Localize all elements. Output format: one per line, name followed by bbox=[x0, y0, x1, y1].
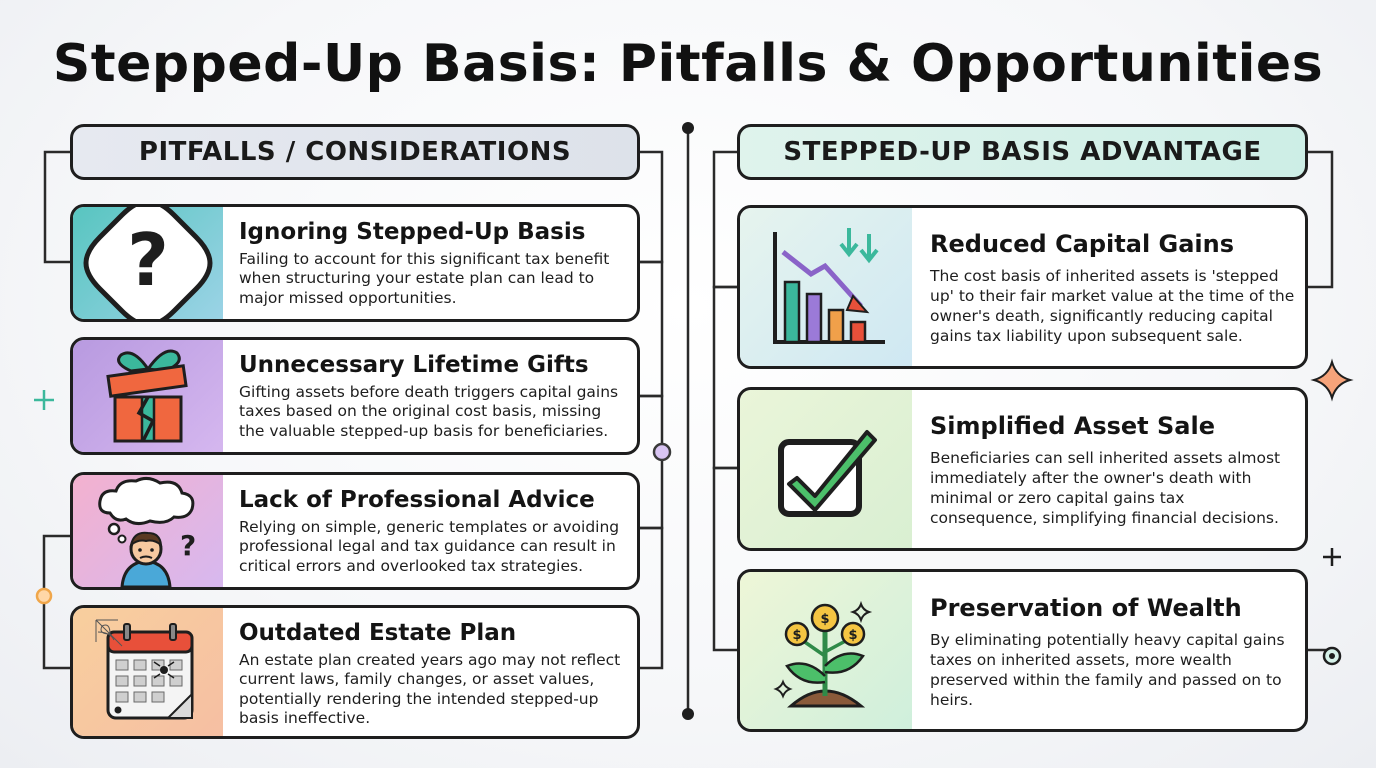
advantage-description: Beneficiaries can sell inherited assets … bbox=[930, 449, 1281, 528]
advantage-header: STEPPED-UP BASIS ADVANTAGE bbox=[737, 124, 1308, 180]
advantage-card-reduced-capital-gains: Reduced Capital Gains The cost basis of … bbox=[737, 205, 1308, 369]
pitfall-description: Gifting assets before death triggers cap… bbox=[239, 383, 619, 440]
pitfall-description: An estate plan created years ago may not… bbox=[239, 651, 621, 728]
pitfall-card-outdated-estate-plan: Outdated Estate Plan An estate plan crea… bbox=[70, 605, 640, 739]
pitfall-card-unnecessary-lifetime-gifts: Unnecessary Lifetime Gifts Gifting asset… bbox=[70, 337, 640, 455]
svg-text:$: $ bbox=[848, 628, 857, 643]
money-plant-icon: $ $ $ bbox=[740, 572, 912, 729]
pitfall-card-ignoring-stepped-up-basis: ? Ignoring Stepped-Up Basis Failing to a… bbox=[70, 204, 640, 322]
confused-person-icon: ? bbox=[73, 475, 223, 587]
pitfall-description: Failing to account for this significant … bbox=[239, 250, 610, 307]
dusty-calendar-icon bbox=[73, 608, 223, 736]
svg-text:?: ? bbox=[180, 529, 196, 562]
question-icon: ? bbox=[73, 207, 223, 319]
advantage-description: The cost basis of inherited assets is 's… bbox=[930, 267, 1295, 346]
page-title: Stepped-Up Basis: Pitfalls & Opportuniti… bbox=[52, 34, 1324, 94]
pitfall-title: Lack of Professional Advice bbox=[239, 487, 595, 513]
pitfall-title: Ignoring Stepped-Up Basis bbox=[239, 219, 586, 245]
pitfall-card-lack-of-professional-advice: ? Lack of Professional Advice Relying on… bbox=[70, 472, 640, 590]
pitfall-title: Outdated Estate Plan bbox=[239, 620, 517, 646]
broken-gift-icon bbox=[73, 340, 223, 452]
advantage-title: Simplified Asset Sale bbox=[930, 412, 1215, 440]
declining-bar-chart-icon bbox=[740, 208, 912, 366]
sparkle-icon bbox=[34, 358, 1354, 566]
pitfall-title: Unnecessary Lifetime Gifts bbox=[239, 352, 589, 378]
svg-text:$: $ bbox=[820, 612, 829, 627]
pitfall-description: Relying on simple, generic templates or … bbox=[239, 518, 620, 575]
checkbox-checked-icon bbox=[740, 390, 912, 548]
svg-text:?: ? bbox=[127, 218, 169, 302]
svg-text:$: $ bbox=[792, 628, 801, 643]
advantage-card-simplified-asset-sale: Simplified Asset Sale Beneficiaries can … bbox=[737, 387, 1308, 551]
advantage-description: By eliminating potentially heavy capital… bbox=[930, 631, 1285, 710]
advantage-title: Reduced Capital Gains bbox=[930, 230, 1235, 258]
pitfalls-header: PITFALLS / CONSIDERATIONS bbox=[70, 124, 640, 180]
advantage-card-preservation-of-wealth: $ $ $ Preservation of Wealth By eliminat… bbox=[737, 569, 1308, 732]
advantage-title: Preservation of Wealth bbox=[930, 594, 1242, 622]
